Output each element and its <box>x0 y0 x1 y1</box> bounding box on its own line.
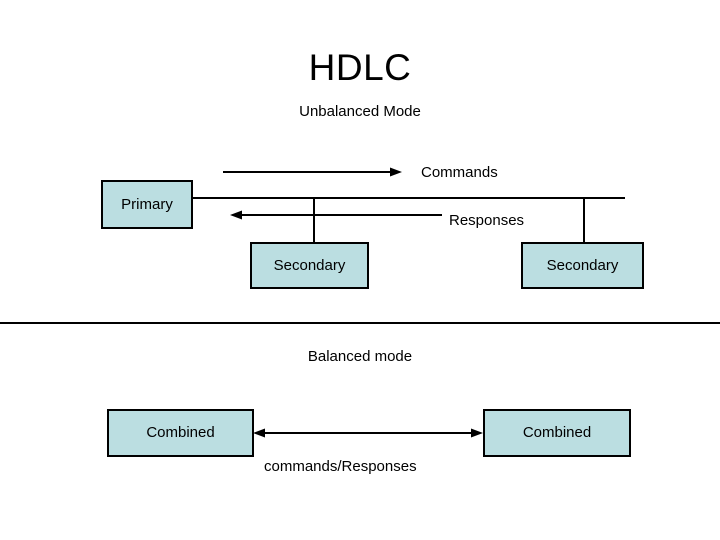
node-combined-left[interactable]: Combined <box>107 409 254 457</box>
node-secondary-right-label: Secondary <box>546 256 619 274</box>
connector-secondary-left <box>313 198 315 243</box>
page-title: HDLC <box>308 47 412 88</box>
commands-arrow-icon <box>223 167 402 177</box>
bidirectional-arrow-icon <box>253 428 483 438</box>
commands-label: Commands <box>421 164 498 181</box>
node-secondary-right[interactable]: Secondary <box>521 242 644 289</box>
subtitle-unbalanced-mode: Unbalanced Mode <box>299 103 421 120</box>
node-combined-right[interactable]: Combined <box>483 409 631 457</box>
responses-label: Responses <box>449 212 525 229</box>
node-combined-left-label: Combined <box>146 424 215 441</box>
node-primary-label: Primary <box>121 195 173 213</box>
connector-secondary-right <box>583 198 585 243</box>
node-secondary-left-label: Secondary <box>273 256 346 274</box>
node-combined-right-label: Combined <box>522 424 592 441</box>
responses-arrow-icon <box>230 210 442 220</box>
node-primary[interactable]: Primary <box>101 180 193 229</box>
bus-line <box>193 197 625 199</box>
node-secondary-left[interactable]: Secondary <box>250 242 369 289</box>
commands-responses-label: commands/Responses <box>264 458 417 475</box>
balanced-mode-label: Balanced mode <box>307 348 413 365</box>
section-divider <box>0 322 720 324</box>
